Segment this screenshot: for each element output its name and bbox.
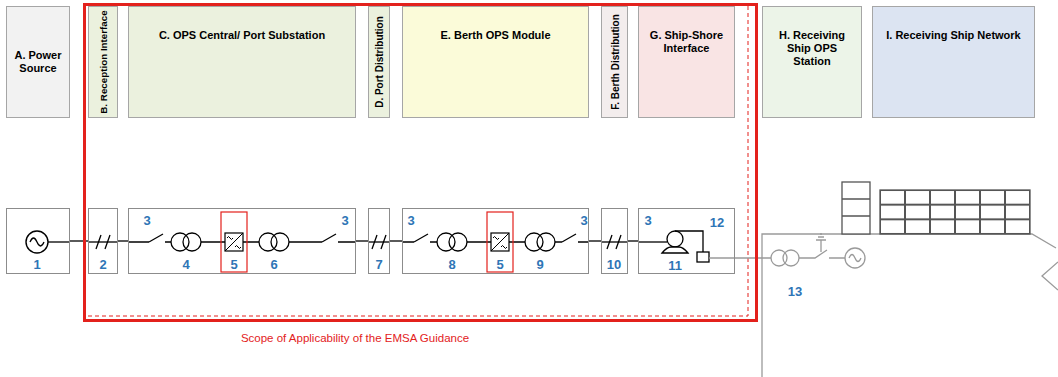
section-title: D. Port Distribution [374,16,385,108]
power-line [390,240,402,241]
transformer-symbol [171,233,201,251]
callout-number: 8 [448,257,455,272]
converter-frame [221,212,247,272]
callout-number: 3 [580,213,587,228]
equipment-box: 10 [601,208,628,274]
interface-symbol [607,235,621,249]
interface-symbol [372,235,386,249]
callout-number: 1 [33,257,40,272]
converter-symbol [491,233,509,251]
section-box: A. Power Source [6,6,70,118]
callout-number: 3 [644,213,651,228]
callout-number: 5 [230,257,237,272]
callout-number: 7 [375,257,382,272]
section-title: G. Ship-Shore Interface [639,29,734,55]
callout-number: 3 [143,213,150,228]
power-line [356,240,368,241]
section-box: C. OPS Central/ Port Substation [128,6,356,118]
cable-reel-symbol [662,231,709,262]
section-box: D. Port Distribution [368,6,390,118]
section-box: F. Berth Distribution [601,6,628,118]
interface-symbol [96,235,110,249]
equipment-box: 2 [88,208,118,274]
section-title: F. Berth Distribution [609,14,620,110]
transformer-symbol [437,233,467,251]
switch-symbol [322,234,338,244]
ship-electrical-symbols [709,234,865,268]
section-title: C. OPS Central/ Port Substation [155,29,329,42]
section-box: B. Reception Interface [88,6,118,118]
section-title: B. Reception Interface [98,10,109,113]
equipment-box: 3 4 5 6 3 [128,208,356,274]
power-line [589,240,601,241]
equipment-box: 7 [368,208,390,274]
section-box: I. Receiving Ship Network [872,6,1035,118]
section-box: G. Ship-Shore Interface [638,6,735,118]
transformer-symbol [525,233,555,251]
callout-number: 13 [788,284,802,299]
section-box: E. Berth OPS Module [402,6,589,118]
section-title: I. Receiving Ship Network [882,29,1024,42]
section-title: H. Receiving Ship OPS Station [763,29,861,69]
callout-number: 4 [182,257,189,272]
scope-boundary: Scope of Applicability of the EMSA Guida… [83,3,758,322]
power-line [118,240,128,241]
transformer-symbol [259,233,289,251]
switch-symbol [414,234,430,244]
section-title: E. Berth OPS Module [436,29,554,42]
callout-number: 12 [710,215,724,230]
callout-number: 9 [536,257,543,272]
power-line [628,240,638,241]
callout-number: 5 [496,257,503,272]
power-source-symbol [26,231,48,253]
section-title: A. Power Source [7,49,69,75]
callout-number: 2 [99,257,106,272]
converter-frame [487,212,513,272]
scope-dashed-line [86,6,748,316]
converter-symbol [225,233,243,251]
section-box: H. Receiving Ship OPS Station [762,6,862,118]
equipment-box: 3 8 5 9 3 [402,208,589,274]
callout-number: 3 [341,213,348,228]
callout-number: 11 [668,258,682,273]
ship-outline [762,182,1058,377]
callout-number: 6 [270,257,277,272]
switch-symbol [562,234,578,244]
callout-number: 10 [607,257,621,272]
callout-number: 3 [407,213,414,228]
switch-symbol [149,234,165,244]
scope-caption: Scope of Applicability of the EMSA Guida… [241,332,469,344]
equipment-box: 1 [6,208,70,274]
